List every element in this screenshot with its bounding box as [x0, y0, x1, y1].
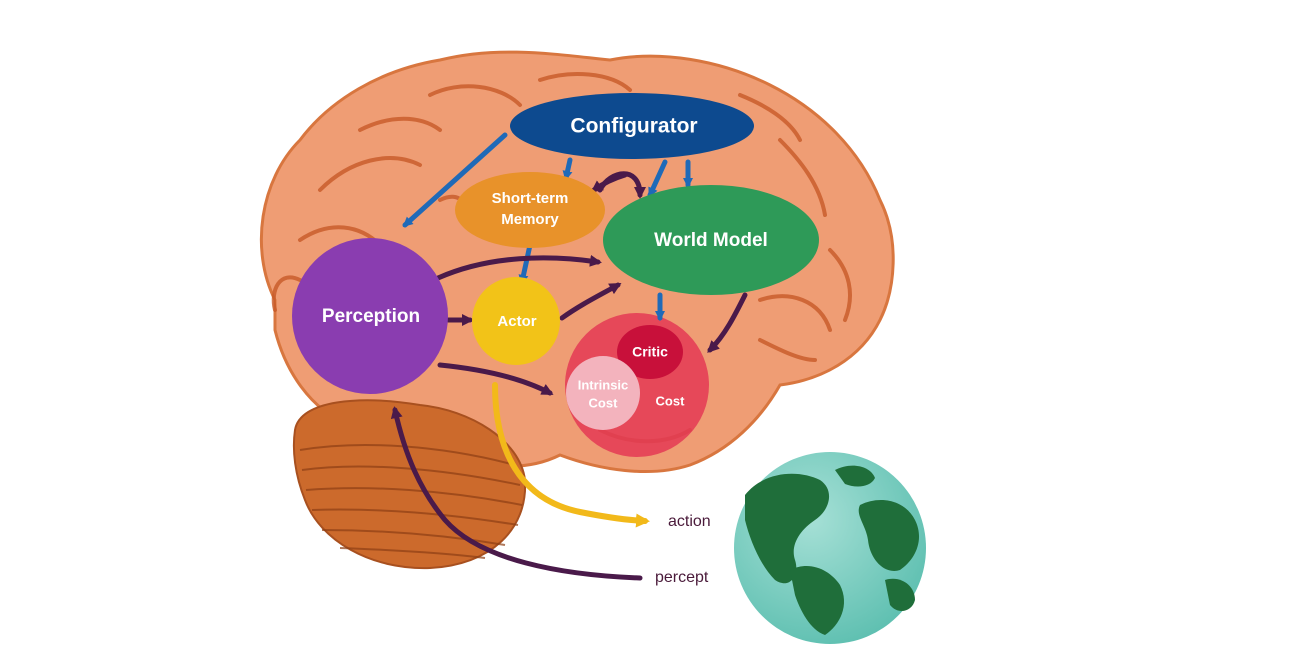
- arrow-config-to-worldmodel-2: [647, 159, 668, 198]
- perception-node[interactable]: Perception: [292, 238, 448, 394]
- cerebellum: [292, 399, 527, 570]
- world-model-node[interactable]: World Model: [603, 185, 819, 295]
- arrow-worldmodel-to-cost: [707, 292, 748, 353]
- world-model-label: World Model: [654, 230, 768, 251]
- critic-label: Critic: [632, 344, 668, 360]
- actor-node[interactable]: Actor: [472, 277, 560, 365]
- configurator-arrows: [402, 132, 693, 321]
- arrow-perception-to-worldmodel: [435, 254, 602, 281]
- critic-node[interactable]: Critic: [617, 325, 683, 379]
- arrow-config-to-perception: [402, 132, 508, 228]
- configurator-label: Configurator: [570, 115, 697, 138]
- arrow-memory-to-actor: [518, 242, 533, 285]
- cost-label: Cost: [656, 393, 686, 408]
- percept-label: percept: [655, 569, 709, 586]
- globe-icon: [734, 452, 926, 644]
- arrow-worldmodel-to-memory: [590, 172, 628, 193]
- arrow-perception-to-cost: [437, 362, 554, 396]
- short-term-memory-label-line2: Memory: [501, 211, 559, 228]
- intrinsic-cost-node[interactable]: Intrinsic Cost: [566, 356, 640, 430]
- arrow-config-to-memory: [562, 157, 573, 181]
- actor-label: Actor: [497, 313, 536, 330]
- internal-arrows: [435, 171, 748, 396]
- configurator-node[interactable]: Configurator: [510, 93, 754, 159]
- action-label: action: [668, 513, 711, 530]
- arrow-actor-to-worldmodel: [559, 282, 622, 321]
- intrinsic-cost-label-line1: Intrinsic: [578, 377, 629, 392]
- intrinsic-cost-label-line2: Cost: [589, 395, 619, 410]
- short-term-memory-label-line1: Short-term: [492, 190, 569, 207]
- perception-label: Perception: [322, 306, 420, 327]
- percept-arrow: [390, 406, 643, 581]
- short-term-memory-node[interactable]: Short-term Memory: [455, 172, 605, 248]
- action-arrow: [492, 382, 650, 528]
